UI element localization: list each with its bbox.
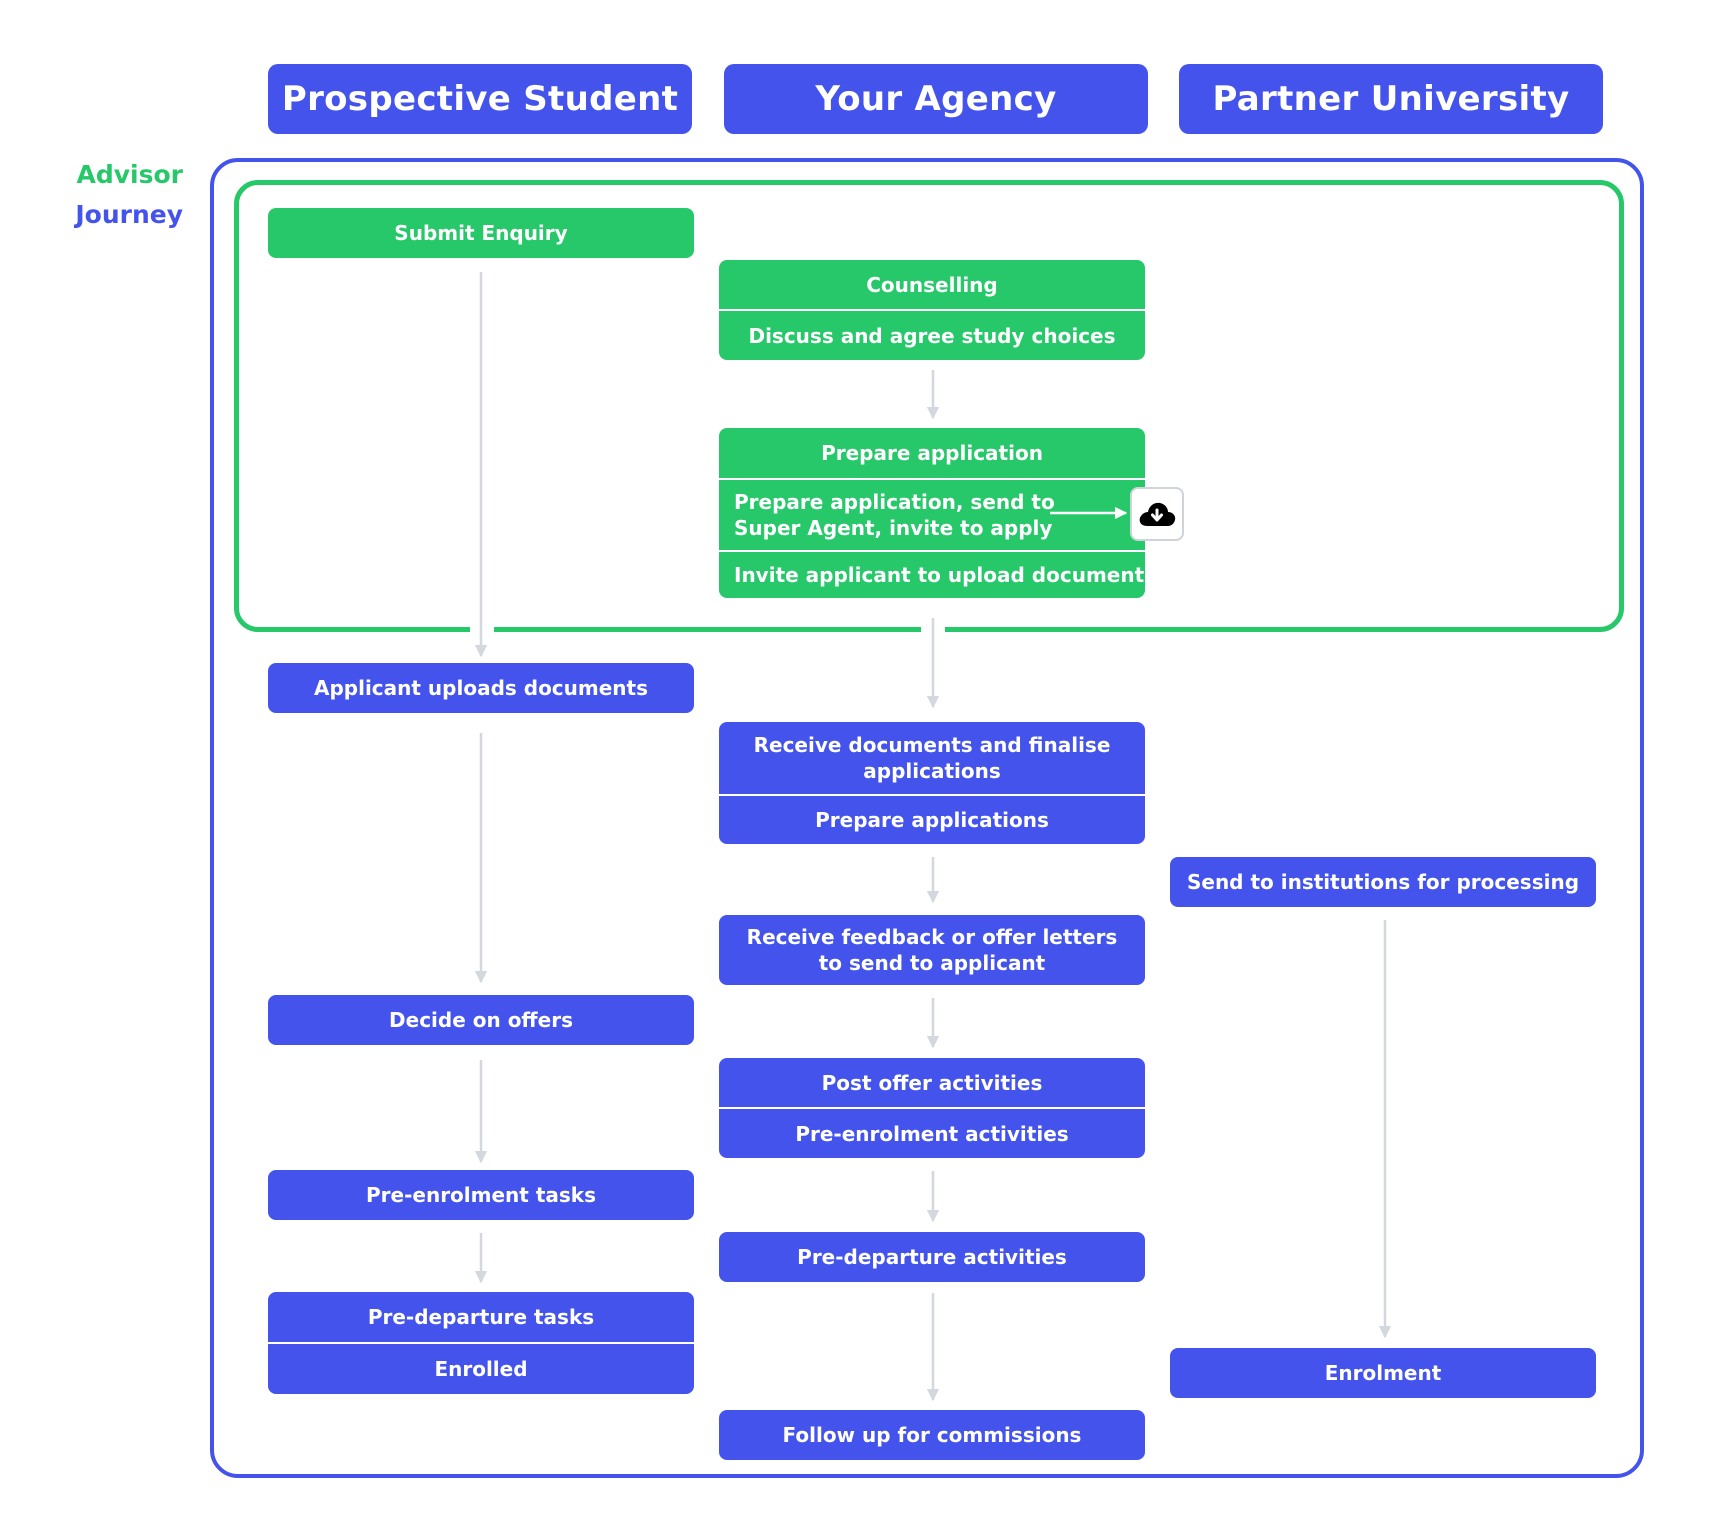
receive-documents-line-1: Receive documents and finalise — [753, 733, 1111, 757]
header-your-agency: Your Agency — [724, 64, 1148, 134]
prepare-send-line-2: Super Agent, invite to apply — [734, 516, 1053, 540]
advisor-label: Advisor — [76, 160, 184, 189]
follow-up-commissions-box: Follow up for commissions — [719, 1410, 1145, 1460]
pre-enrolment-tasks-label: Pre-enrolment tasks — [366, 1183, 596, 1207]
submit-enquiry-box: Submit Enquiry — [268, 208, 694, 258]
prepare-send-line-1: Prepare application, send to — [734, 490, 1055, 514]
counselling-title: Counselling — [866, 272, 998, 297]
journey-frame — [210, 158, 1644, 1478]
receive-documents-label: Receive documents and finalise applicati… — [719, 722, 1145, 794]
pre-departure-tasks-label: Pre-departure tasks — [367, 1305, 595, 1329]
prepare-send-label: Prepare application, send to Super Agent… — [719, 478, 1145, 550]
pre-departure-tasks-box: Pre-departure tasks Enrolled — [268, 1292, 694, 1394]
pre-departure-activities-box: Pre-departure activities — [719, 1232, 1145, 1282]
pre-departure-activities-label: Pre-departure activities — [797, 1245, 1067, 1269]
receive-documents-box: Receive documents and finalise applicati… — [719, 722, 1145, 844]
applicant-uploads-label: Applicant uploads documents — [313, 676, 649, 700]
post-offer-title: Post offer activities — [821, 1070, 1043, 1095]
prepare-application-title: Prepare application — [821, 441, 1043, 465]
header-partner-university: Partner University — [1179, 64, 1603, 134]
post-offer-box: Post offer activities Pre-enrolment acti… — [719, 1058, 1145, 1158]
pre-enrolment-tasks-box: Pre-enrolment tasks — [268, 1170, 694, 1220]
journey-label: Journey — [75, 200, 183, 229]
cloud-download-glyph — [1139, 502, 1176, 526]
enrolled-label: Enrolled — [268, 1342, 694, 1394]
receive-feedback-line-2: to send to applicant — [818, 951, 1046, 975]
receive-documents-line-2: applications — [863, 759, 1001, 783]
counselling-box: Counselling Discuss and agree study choi… — [719, 260, 1145, 360]
prepare-applications-label: Prepare applications — [719, 794, 1145, 844]
receive-feedback-box: Receive feedback or offer letters to sen… — [719, 915, 1145, 985]
header-prospective-student: Prospective Student — [268, 64, 692, 134]
receive-feedback-line-1: Receive feedback or offer letters — [746, 925, 1118, 949]
follow-up-commissions-label: Follow up for commissions — [782, 1423, 1082, 1447]
send-institutions-label: Send to institutions for processing — [1186, 870, 1580, 894]
enrolment-box: Enrolment — [1170, 1348, 1596, 1398]
decide-offers-box: Decide on offers — [268, 995, 694, 1045]
arrow-to-super-agent — [1050, 506, 1128, 520]
send-institutions-box: Send to institutions for processing — [1170, 857, 1596, 907]
receive-feedback-label: Receive feedback or offer letters to sen… — [719, 915, 1145, 985]
cloud-download-icon[interactable] — [1130, 487, 1184, 541]
decide-offers-label: Decide on offers — [389, 1008, 573, 1032]
submit-enquiry-label: Submit Enquiry — [394, 221, 568, 245]
applicant-uploads-box: Applicant uploads documents — [268, 663, 694, 713]
invite-upload-label: Invite applicant to upload document — [719, 550, 1145, 598]
pre-enrolment-activities-label: Pre-enrolment activities — [719, 1107, 1145, 1158]
enrolment-label: Enrolment — [1324, 1361, 1442, 1385]
discuss-choices-label: Discuss and agree study choices — [719, 309, 1145, 360]
